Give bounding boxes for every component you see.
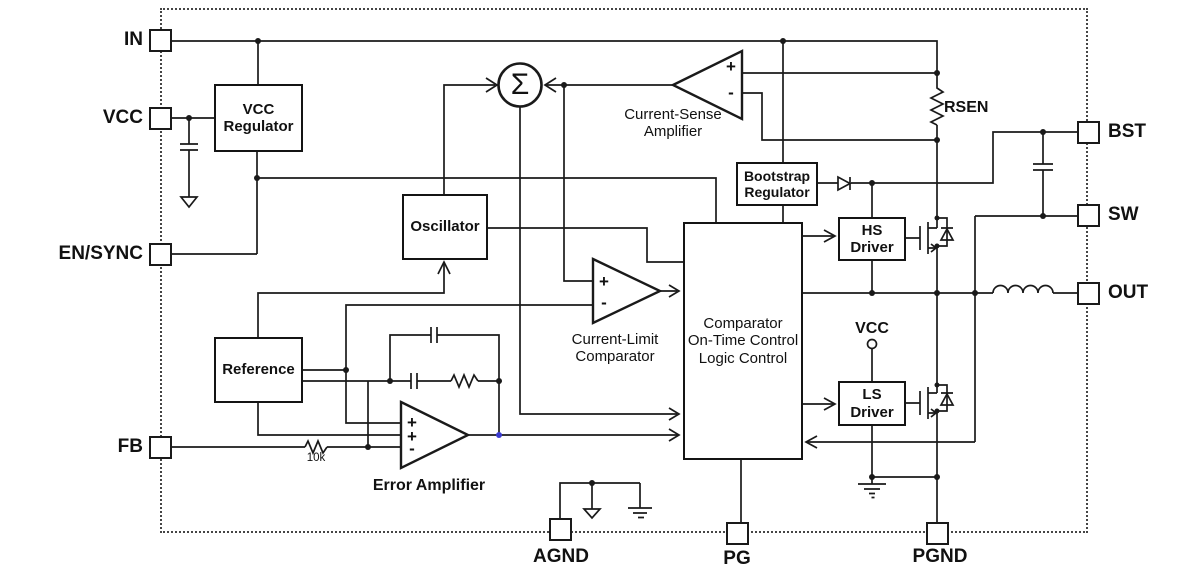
wire-vcc-pin bbox=[171, 117, 214, 197]
wire-feedback-loop bbox=[389, 327, 500, 435]
agnd-triangle bbox=[582, 508, 602, 520]
bootstrap-diode bbox=[837, 175, 852, 192]
current-sense-amp-label: Current-Sense Amplifier bbox=[624, 106, 722, 140]
fb-10k-resistor bbox=[304, 438, 328, 456]
junction-dots bbox=[186, 38, 1046, 486]
agnd-net bbox=[559, 482, 652, 519]
current-sense-amp-symbol bbox=[670, 49, 744, 121]
pin-out-label: OUT bbox=[1108, 282, 1149, 303]
ls-driver-vcc-label: VCC bbox=[855, 320, 889, 337]
error-amp-plus1: + bbox=[407, 413, 417, 432]
pin-out bbox=[1077, 282, 1100, 305]
pin-agnd-label: AGND bbox=[533, 546, 589, 567]
current-limit-plus: + bbox=[599, 272, 609, 291]
block-control-logic: Comparator On-Time Control Logic Control bbox=[683, 222, 803, 460]
wire-osc bbox=[257, 84, 683, 337]
block-ls-driver: LS Driver bbox=[838, 381, 906, 426]
pin-pg-label: PG bbox=[723, 548, 751, 569]
pin-vcc bbox=[149, 107, 172, 130]
error-amp-symbol bbox=[399, 400, 471, 470]
pin-bst-label: BST bbox=[1108, 121, 1146, 142]
ls-body-diode bbox=[939, 392, 955, 406]
block-hs-driver: HS Driver bbox=[838, 217, 906, 261]
pin-en-sync-label: EN/SYNC bbox=[58, 243, 143, 264]
pin-sw-label: SW bbox=[1108, 204, 1139, 225]
wire-climit bbox=[303, 290, 677, 424]
sum-junction-symbol: Σ bbox=[510, 68, 530, 101]
error-amp-plus2: + bbox=[407, 427, 417, 446]
pin-sw bbox=[1077, 204, 1100, 227]
hs-body-diode bbox=[939, 227, 955, 241]
pin-agnd bbox=[549, 518, 572, 541]
arrowheads bbox=[437, 77, 837, 449]
pin-pgnd-label: PGND bbox=[912, 546, 968, 567]
erroramp-output-junction bbox=[496, 432, 502, 438]
current-limit-comp-symbol bbox=[591, 257, 663, 325]
current-limit-comp-label: Current-Limit Comparator bbox=[571, 331, 659, 365]
pin-pg bbox=[726, 522, 749, 545]
pgnd-ground bbox=[858, 477, 886, 499]
ls-mosfet bbox=[871, 293, 953, 522]
pin-pgnd bbox=[926, 522, 949, 545]
block-reference: Reference bbox=[214, 337, 303, 403]
pin-fb bbox=[149, 436, 172, 459]
wire-sum bbox=[519, 84, 677, 415]
block-bootstrap-regulator: Bootstrap Regulator bbox=[736, 162, 818, 206]
rsen-resistor bbox=[929, 73, 945, 126]
error-amp-label: Error Amplifier bbox=[372, 477, 486, 494]
vcc-supply-terminal bbox=[866, 338, 878, 350]
agnd-triangle-vcc bbox=[179, 196, 199, 209]
wire-reference bbox=[257, 380, 401, 447]
pin-in bbox=[149, 29, 172, 52]
feedback-resistor bbox=[450, 372, 479, 390]
pin-fb-label: FB bbox=[117, 436, 143, 457]
output-inductor bbox=[992, 284, 1077, 294]
wire-bootstrap bbox=[782, 131, 1077, 222]
wire-logic bbox=[740, 216, 993, 522]
wire-in-net bbox=[171, 40, 938, 212]
pin-in-label: IN bbox=[124, 29, 143, 50]
ic-boundary bbox=[160, 8, 1088, 533]
pin-en-sync bbox=[149, 243, 172, 266]
wire-en-rail bbox=[171, 152, 717, 255]
current-limit-minus: - bbox=[601, 293, 607, 312]
rsen-label: RSEN bbox=[944, 99, 989, 116]
pin-vcc-label: VCC bbox=[102, 107, 143, 128]
error-amp-minus: - bbox=[409, 439, 415, 458]
block-vcc-regulator: VCC Regulator bbox=[214, 84, 303, 152]
pin-bst bbox=[1077, 121, 1100, 144]
block-oscillator: Oscillator bbox=[402, 194, 488, 260]
fb-10k-label: 10k bbox=[306, 452, 326, 464]
current-sense-minus: - bbox=[728, 83, 734, 102]
current-sense-plus: + bbox=[726, 57, 736, 76]
